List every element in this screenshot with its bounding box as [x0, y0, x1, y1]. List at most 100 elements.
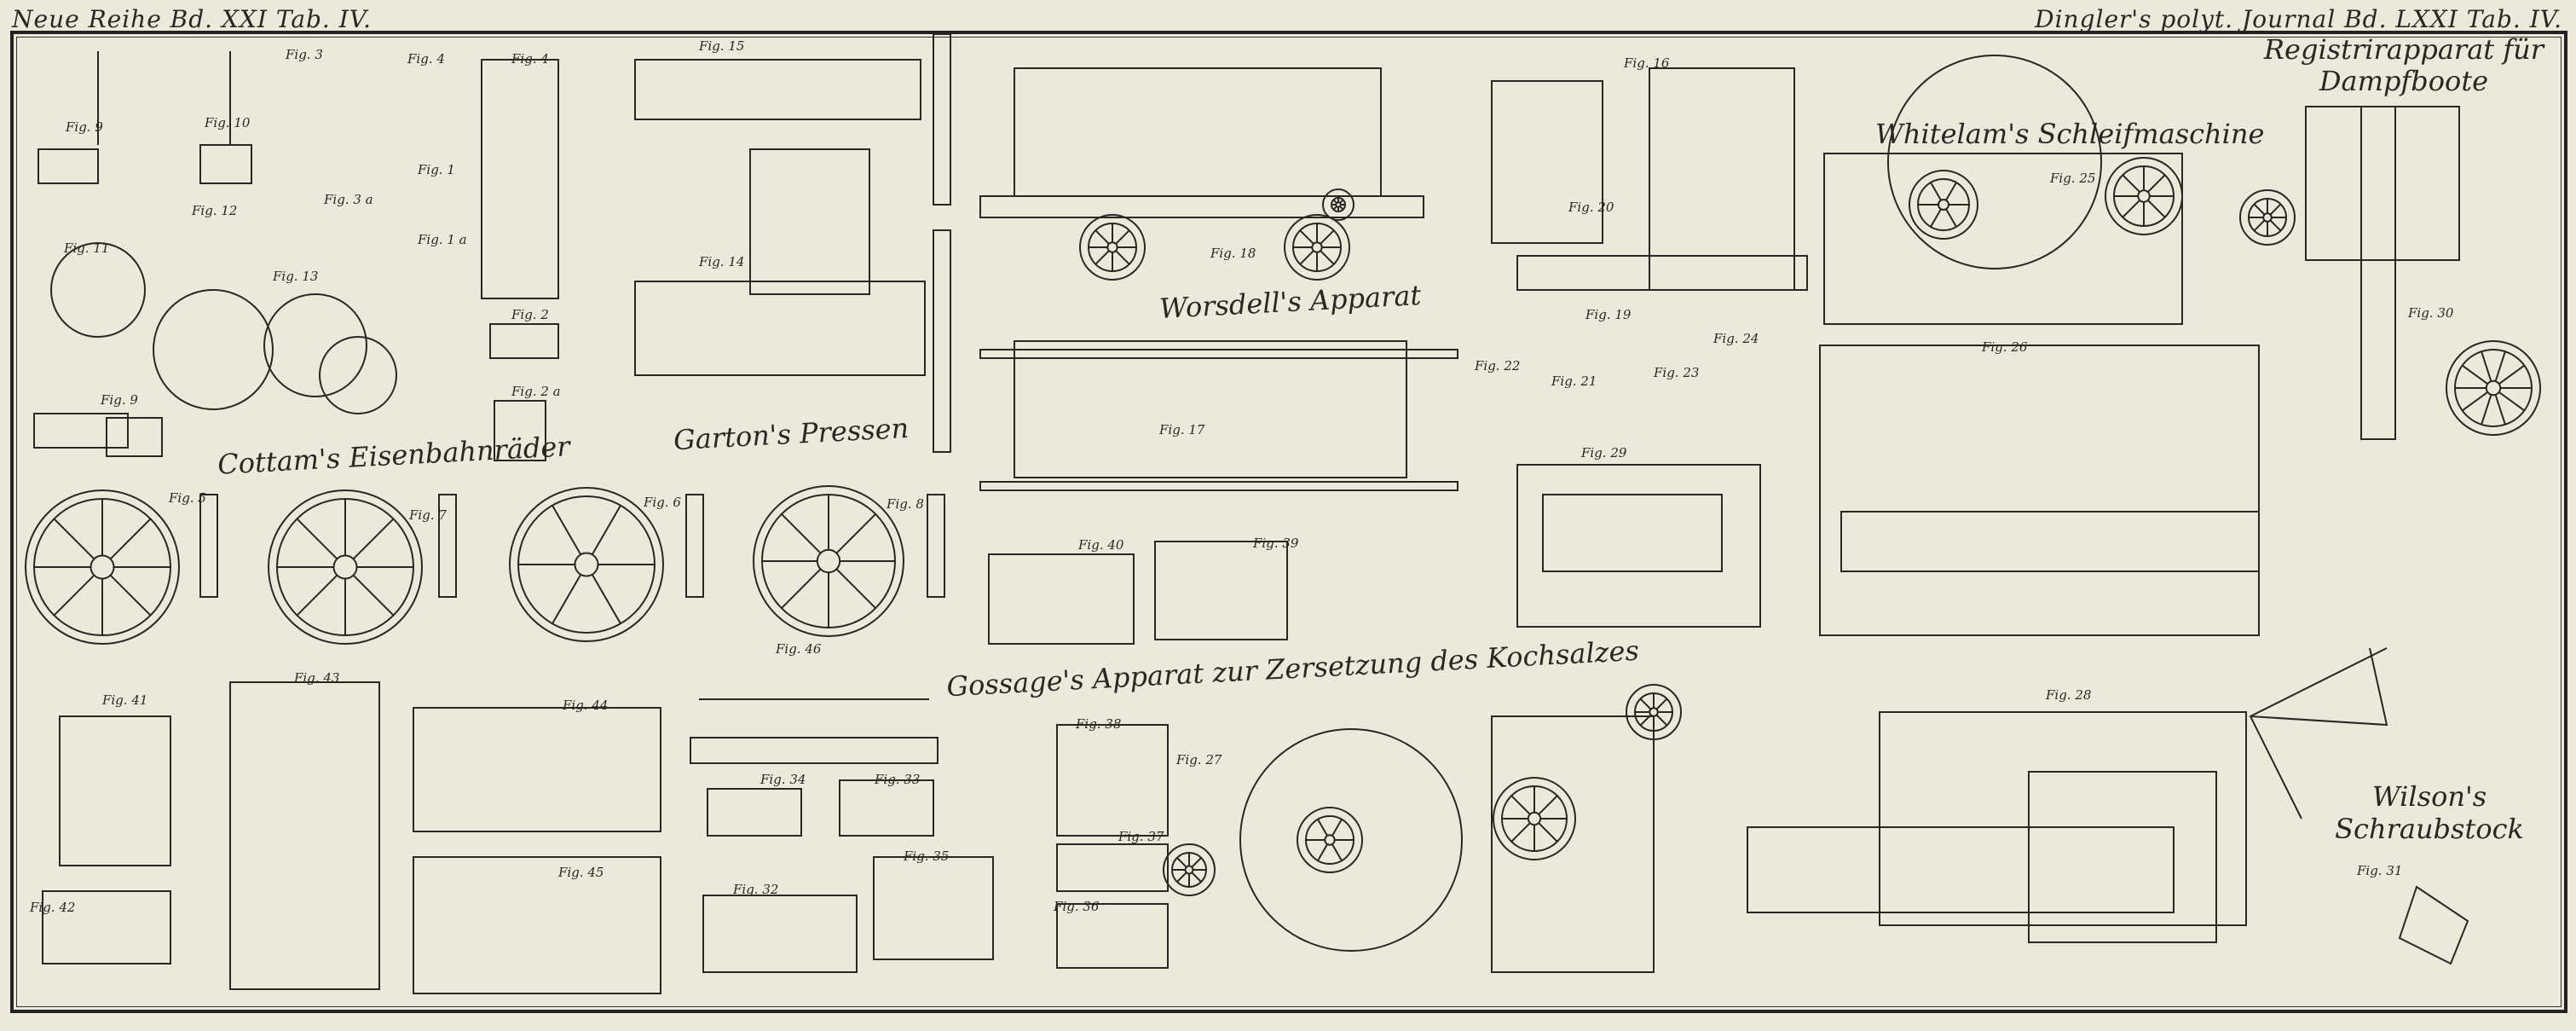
drawing-line — [816, 548, 841, 574]
figure-label: Fig. 9 — [66, 119, 103, 135]
caption-whitelam: Whitelam's Schleifmaschine — [1875, 118, 2265, 150]
wheel-section — [685, 494, 704, 598]
figure-label: Fig. 22 — [1475, 358, 1521, 374]
drawing-line — [2485, 379, 2502, 397]
apparatus — [707, 788, 802, 837]
drawing-line — [1317, 843, 1329, 861]
drawing-line — [1191, 872, 1202, 883]
drawing-line — [1339, 199, 1344, 204]
figure-label: Fig. 44 — [563, 698, 609, 713]
drawing-line — [2253, 203, 2266, 216]
plate-series-label: Neue Reihe Bd. XXI Tab. IV. — [12, 5, 373, 33]
water-trough — [690, 737, 939, 764]
wheel-drawing — [25, 489, 180, 645]
wheel-section — [438, 494, 457, 598]
drawing-line — [2481, 394, 2492, 426]
part-drawing — [33, 413, 129, 449]
figure-label: Fig. 1 a — [418, 232, 467, 247]
drawing-line — [1332, 199, 1337, 204]
figure-label: Fig. 27 — [1176, 752, 1222, 767]
drawing-line — [1510, 795, 1531, 815]
drawing-line — [1095, 250, 1110, 265]
drawing-line — [1320, 250, 1335, 265]
part-drawing — [1747, 826, 2175, 913]
furnace-drawing — [988, 553, 1135, 645]
machine-drawing — [1516, 464, 1761, 628]
figure-label: Fig. 38 — [1076, 716, 1122, 732]
lamp-post — [1491, 80, 1603, 244]
drawing-line — [1331, 843, 1343, 861]
part-drawing — [1056, 903, 1169, 969]
drawing-line — [2481, 350, 2492, 382]
figure-label: Fig. 30 — [2408, 305, 2454, 321]
drawing-line — [1299, 229, 1314, 245]
figure-label: Fig. 43 — [294, 670, 340, 686]
drawing-line — [1655, 698, 1668, 710]
figure-label: Fig. 1 — [418, 162, 455, 177]
figure-label: Fig. 9 — [101, 392, 138, 408]
figure-label: Fig. 14 — [699, 254, 745, 269]
figure-label: Fig. 4 — [407, 51, 445, 67]
drawing-line — [53, 574, 95, 617]
figure-label: Fig. 35 — [904, 849, 950, 864]
drawing-line — [1115, 229, 1130, 245]
drawing-line — [1335, 201, 1342, 208]
part-drawing — [979, 481, 1458, 491]
drawing-line — [352, 574, 395, 617]
drawing-line — [332, 554, 358, 580]
drawing-line — [1930, 182, 1942, 201]
caption-wilson: Wilson's Schraubstock — [2335, 780, 2524, 845]
drawing-line — [1930, 208, 1942, 228]
wheel-drawing — [1322, 188, 1354, 221]
wheel-drawing — [2239, 189, 2296, 246]
drawing-line — [1510, 822, 1531, 843]
part-drawing — [979, 195, 1424, 218]
furnace-drawing — [413, 707, 661, 832]
drawing-line — [1106, 241, 1118, 253]
drawing-line — [2494, 394, 2506, 426]
wheel-drawing — [1909, 170, 1978, 240]
drawing-line — [574, 552, 599, 577]
drawing-line — [50, 242, 146, 338]
figure-label: Fig. 23 — [1654, 365, 1700, 380]
drawing-line — [1176, 872, 1187, 883]
drawing-line — [835, 568, 876, 609]
part-drawing — [749, 148, 870, 295]
drawing-line — [1538, 822, 1558, 843]
apparatus — [702, 895, 858, 973]
wheel-section — [199, 494, 218, 598]
drawing-line — [781, 568, 822, 609]
registrir-box — [2305, 106, 2460, 261]
drawing-line — [1639, 698, 1652, 710]
drawing-line — [2137, 189, 2151, 203]
drawing-line — [296, 518, 338, 560]
machine-drawing — [1823, 153, 2183, 325]
part-drawing — [494, 400, 546, 461]
figure-label: Fig. 42 — [30, 900, 76, 915]
drawing-line — [1320, 229, 1335, 245]
figure-label: Fig. 25 — [2050, 171, 2096, 186]
drawing-line — [296, 574, 338, 617]
drawing-line — [2269, 203, 2282, 216]
figure-label: Fig. 17 — [1159, 422, 1205, 437]
figure-label: Fig. 10 — [205, 115, 251, 130]
figure-label: Fig. 3 — [286, 47, 323, 62]
drawing-line — [2462, 391, 2488, 412]
drawing-line — [1655, 714, 1668, 727]
figure-label: Fig. 8 — [887, 496, 924, 512]
part-drawing — [106, 417, 163, 457]
wheel-drawing — [2446, 340, 2541, 436]
drawing-line — [109, 574, 152, 617]
part-drawing — [979, 349, 1458, 359]
drawing-line — [2494, 350, 2506, 382]
figure-label: Fig. 36 — [1054, 899, 1100, 914]
caption-registrir: Registrirapparat für Dampfboote — [2263, 33, 2544, 97]
figure-label: Fig. 32 — [733, 882, 779, 897]
wheel-section — [927, 494, 945, 598]
press-drawing — [634, 59, 921, 120]
figure-label: Fig. 24 — [1713, 331, 1759, 346]
figure-label: Fig. 16 — [1624, 55, 1670, 71]
part-drawing — [199, 144, 252, 184]
machine-frame — [1491, 715, 1655, 973]
figure-label: Fig. 3 a — [324, 192, 373, 207]
